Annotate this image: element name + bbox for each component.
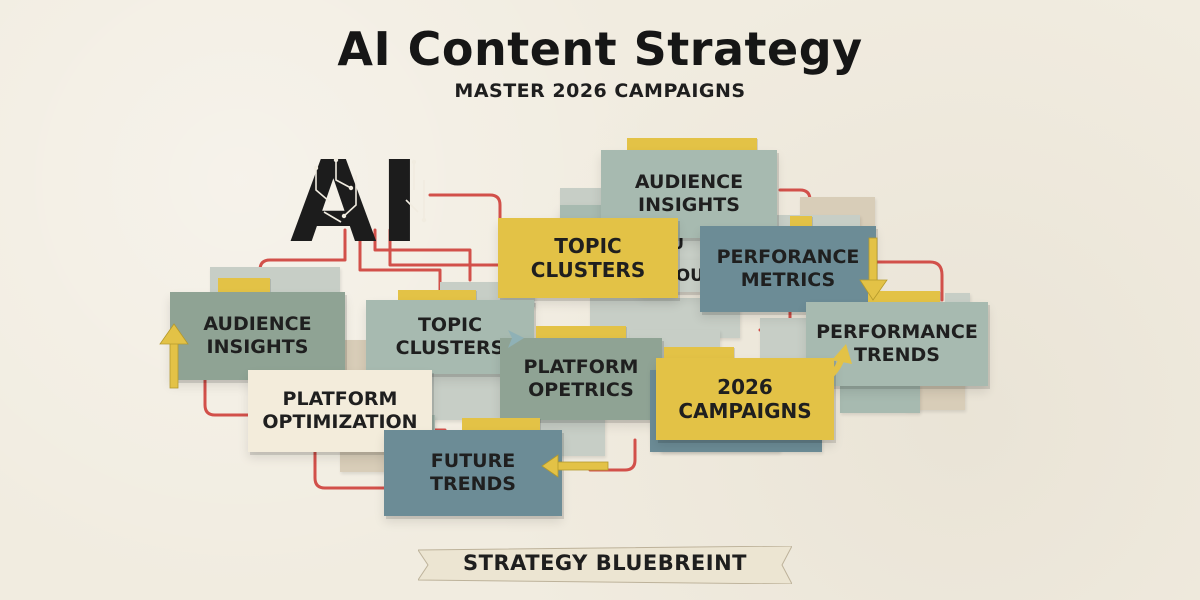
audience-insights-card-left[interactable]: AUDIENCE INSIGHTS	[170, 292, 345, 380]
platform-opetrics-card[interactable]: PLATFORM OPETRICS	[500, 338, 662, 420]
ribbon-shape	[418, 546, 792, 584]
footer-banner: STRATEGY BLUEBREINT	[418, 546, 792, 584]
curved-arrow-icon	[789, 344, 852, 395]
performance-metrics-card[interactable]: PERFORANCE METRICS	[700, 226, 876, 312]
future-trends-card[interactable]: FUTURE TRENDS	[384, 430, 562, 516]
card-tab	[218, 278, 270, 294]
ai-logo: AI	[290, 138, 423, 268]
circuit-pattern-icon	[313, 157, 427, 223]
down-arrow-icon	[859, 237, 888, 301]
left-arrow-icon	[541, 454, 609, 478]
page-title: AI Content Strategy	[337, 22, 863, 76]
paper-scrap	[840, 385, 920, 413]
up-arrow-icon	[159, 323, 189, 389]
campaigns-2026-card[interactable]: 2026 CAMPAIGNS	[656, 358, 834, 440]
platform-optimization-card[interactable]: PLATFORM OPTIMIZATION	[248, 370, 432, 452]
page-subtitle: MASTER 2026 CAMPAIGNS	[454, 80, 746, 102]
footer-banner-label: STRATEGY BLUEBREINT	[463, 551, 747, 575]
small-arrow-icon	[508, 330, 524, 348]
topic-clusters-card-center[interactable]: TOPIC CLUSTERS	[498, 218, 678, 298]
